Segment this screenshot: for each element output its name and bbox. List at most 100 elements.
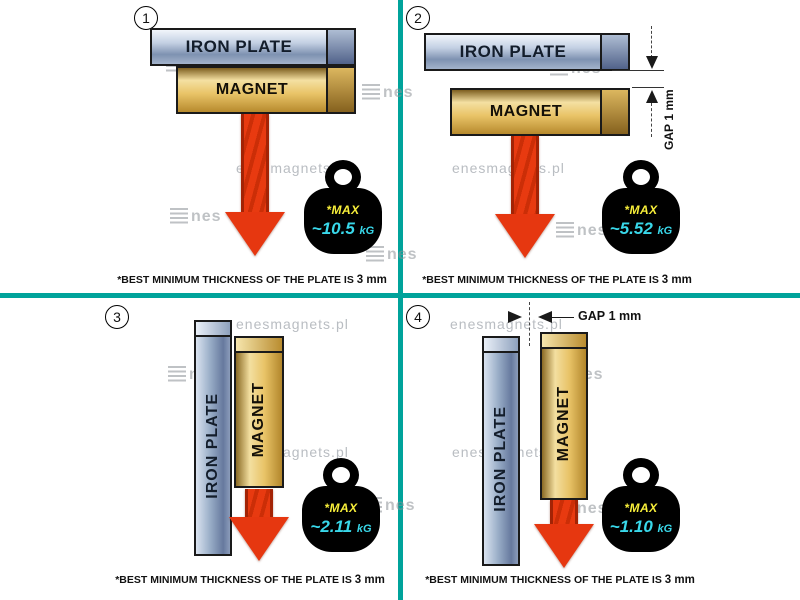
pull-force-arrow [495, 136, 555, 258]
enes-logo-bars [366, 246, 384, 262]
footnote-bold: 3 mm [356, 274, 387, 286]
iron-plate: IRON PLATE [194, 320, 232, 556]
weight-kettlebell: *MAX ~2.11 kG [302, 458, 380, 552]
iron-plate-body: IRON PLATE [484, 353, 518, 564]
panel-number-badge: 2 [406, 6, 430, 30]
iron-plate: IRON PLATE [424, 33, 630, 71]
footnote: *BEST MINIMUM THICKNESS OF THE PLATE IS … [115, 574, 385, 586]
magnet-label: MAGNET [555, 385, 572, 462]
weight-kettlebell: *MAX ~1.10 kG [602, 458, 680, 552]
enes-logo-bars [168, 366, 186, 382]
panel-number-badge: 3 [105, 305, 129, 329]
max-label: *MAX [324, 501, 358, 515]
dimension-arrow-right [508, 311, 522, 323]
enes-logo-watermark: nes [556, 222, 608, 239]
enes-logo-text: nes [383, 84, 414, 101]
arrow-shaft [245, 489, 273, 517]
iron-plate-body: IRON PLATE [196, 337, 230, 554]
arrow-head [225, 212, 285, 256]
iron-plate-top-face [484, 338, 518, 353]
iron-plate-side-face [600, 35, 628, 69]
dimension-leader-line [552, 317, 574, 318]
gap-label-text: GAP [578, 309, 606, 323]
divider-horizontal [0, 293, 800, 298]
footnote-text: *BEST MINIMUM THICKNESS OF THE PLATE IS [117, 274, 354, 286]
max-label: *MAX [624, 203, 658, 217]
arrow-head [229, 517, 289, 561]
enes-logo-watermark: nes [170, 208, 222, 225]
enes-logo-text: nes [191, 208, 222, 225]
magnet-label: MAGNET [178, 68, 326, 112]
max-value-number: ~10.5 [311, 219, 355, 238]
pull-force-arrow [225, 114, 285, 256]
footnote-text: *BEST MINIMUM THICKNESS OF THE PLATE IS [425, 574, 662, 586]
max-value-number: ~1.10 [609, 517, 653, 536]
max-value-unit: kG [359, 225, 375, 237]
enes-logo-bars [170, 208, 188, 224]
magnet-top-face [542, 334, 586, 349]
footnote-bold: 3 mm [661, 274, 692, 286]
max-value-unit: kG [356, 523, 372, 535]
iron-plate-top-face [196, 322, 230, 337]
site-watermark: enesmagnets.pl [450, 316, 563, 332]
arrow-shaft [511, 136, 539, 214]
enes-logo-text: nes [577, 222, 608, 239]
magnet: MAGNET [450, 88, 630, 136]
magnet-body: MAGNET [542, 349, 586, 498]
magnet: MAGNET [540, 332, 588, 500]
dimension-tick-magnet-top [632, 87, 664, 88]
panel-number-badge: 1 [134, 6, 158, 30]
magnet-side-face [326, 68, 354, 112]
iron-plate-label: IRON PLATE [426, 35, 600, 69]
footnote: *BEST MINIMUM THICKNESS OF THE PLATE IS … [117, 274, 387, 286]
max-value: ~1.10 kG [610, 517, 672, 537]
pull-force-arrow [229, 489, 289, 561]
site-watermark: enesmagnets.pl [236, 316, 349, 332]
gap-label: GAP 1 mm [578, 309, 641, 323]
dimension-line-gap [529, 302, 530, 346]
iron-plate: IRON PLATE [150, 28, 356, 66]
dimension-tick-plate-bottom [612, 70, 664, 71]
max-value: ~5.52 kG [610, 219, 672, 239]
magnet-body: MAGNET [236, 353, 282, 486]
magnet: MAGNET [176, 66, 356, 114]
dimension-arrow-down [646, 56, 658, 69]
arrow-shaft [550, 500, 578, 524]
enes-logo-text: nes [387, 246, 418, 263]
iron-plate: IRON PLATE [482, 336, 520, 566]
magnet-top-face [236, 338, 282, 353]
footnote-text: *BEST MINIMUM THICKNESS OF THE PLATE IS [115, 574, 352, 586]
dimension-arrow-left [538, 311, 552, 323]
max-value-unit: kG [657, 523, 673, 535]
weight-kettlebell: *MAX ~10.5 kG [304, 160, 382, 254]
dimension-arrow-up [646, 90, 658, 103]
iron-plate-label: IRON PLATE [492, 405, 509, 512]
enes-logo-bars [362, 84, 380, 100]
max-value-number: ~2.11 [310, 517, 353, 536]
dimension-line-lower [651, 103, 652, 137]
footnote-bold: 3 mm [664, 574, 695, 586]
max-value: ~10.5 kG [312, 219, 374, 239]
arrow-head [534, 524, 594, 568]
weight-kettlebell: *MAX ~5.52 kG [602, 160, 680, 254]
magnet: MAGNET [234, 336, 284, 488]
kettlebell-body: *MAX ~5.52 kG [602, 188, 680, 254]
divider-vertical [398, 0, 403, 600]
footnote-bold: 3 mm [354, 574, 385, 586]
footnote: *BEST MINIMUM THICKNESS OF THE PLATE IS … [422, 274, 692, 286]
enes-logo-bars [556, 222, 574, 238]
iron-plate-label: IRON PLATE [152, 30, 326, 64]
max-label: *MAX [624, 501, 658, 515]
dimension-line-upper [651, 26, 652, 58]
max-label: *MAX [326, 203, 360, 217]
enes-logo-watermark: nes [366, 246, 418, 263]
panel-number-badge: 4 [406, 305, 430, 329]
max-value-number: ~5.52 [609, 219, 653, 238]
enes-logo-watermark: nes [362, 84, 414, 101]
kettlebell-body: *MAX ~2.11 kG [302, 486, 380, 552]
max-value-unit: kG [657, 225, 673, 237]
